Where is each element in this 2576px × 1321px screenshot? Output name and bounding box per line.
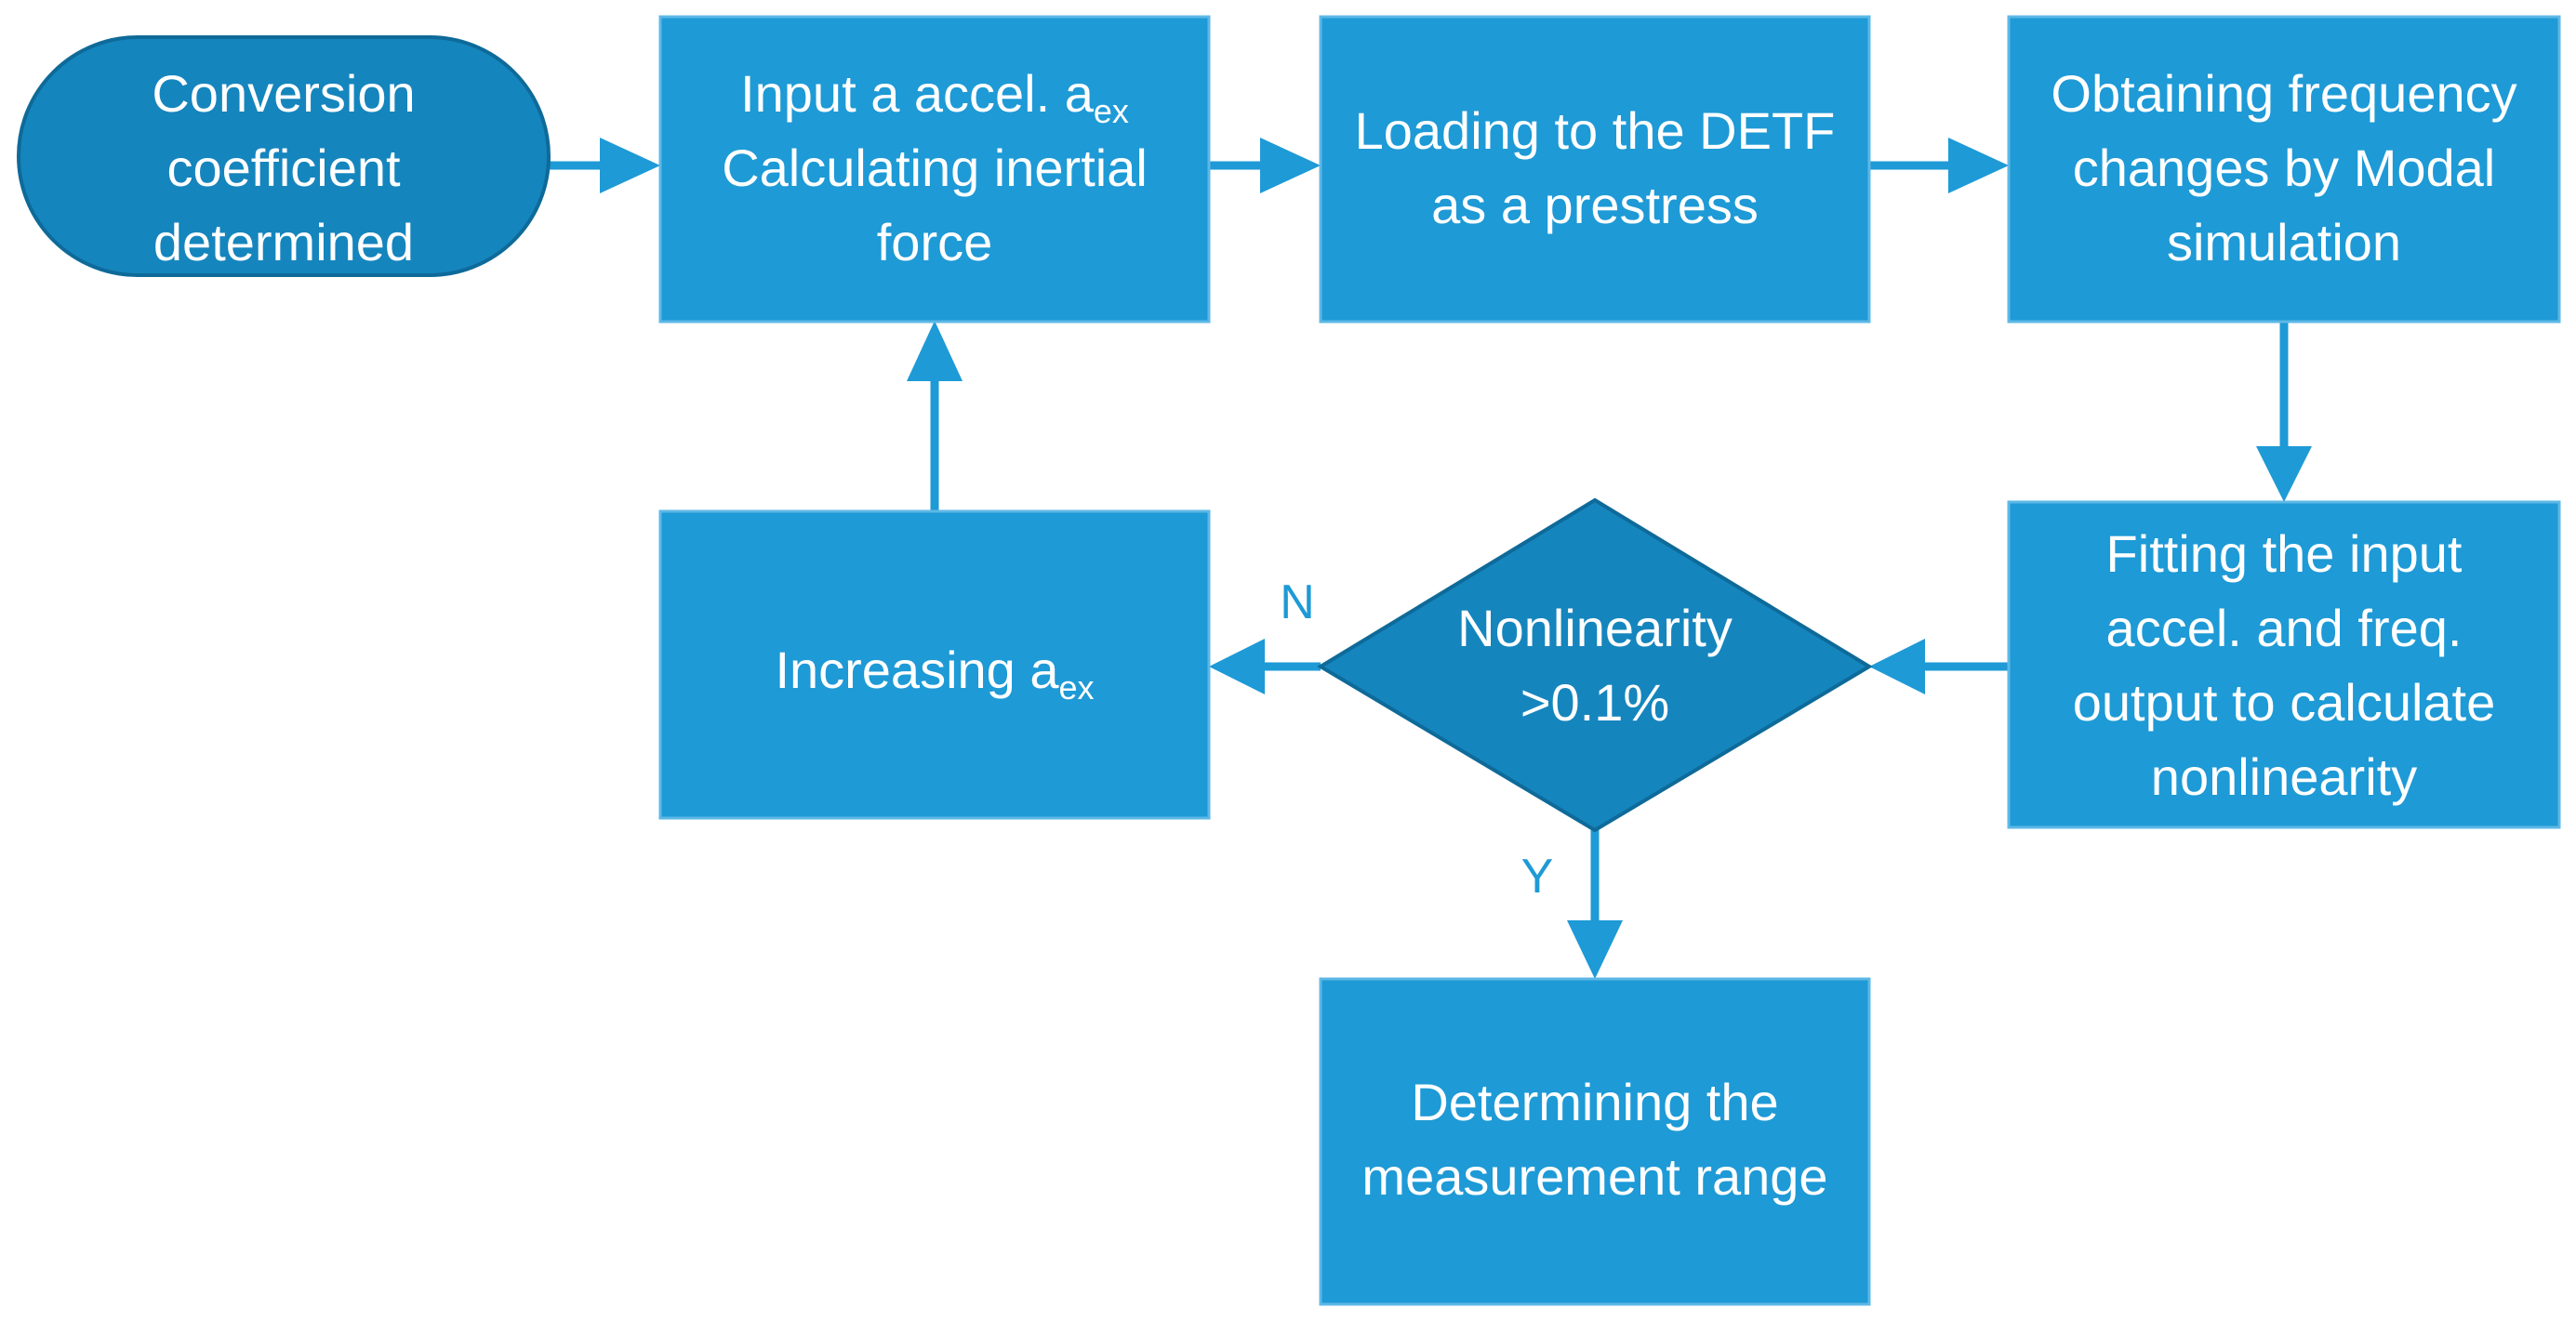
node-increasing-label: Increasing aex (775, 641, 1094, 707)
node-obtaining-line-2: changes by Modal (2073, 139, 2496, 197)
connectors (549, 138, 2312, 979)
node-determining: Determining the measurement range (1319, 977, 1871, 1306)
node-input-accel: Input a accel. aex Calculating inertial … (658, 15, 1211, 324)
arrow-start-to-input (549, 138, 660, 193)
arrow-decision-to-determining (1567, 827, 1623, 979)
node-decision-line-2: >0.1% (1520, 673, 1669, 732)
node-obtaining-line-1: Obtaining frequency (2051, 64, 2516, 123)
node-start-line-2: coefficient (166, 139, 401, 197)
node-fitting-line-4: nonlinearity (2151, 747, 2417, 806)
node-determining-line-1: Determining the (1411, 1073, 1778, 1131)
arrow-input-to-loading (1209, 138, 1321, 193)
node-fitting-line-1: Fitting the input (2106, 524, 2463, 583)
node-start: Conversion coefficient determined (17, 35, 551, 277)
arrow-fitting-to-decision (1869, 639, 2009, 694)
node-loading-line-2: as a prestress (1431, 176, 1759, 234)
node-decision-line-1: Nonlinearity (1457, 599, 1733, 657)
arrow-decision-to-increasing (1209, 639, 1321, 694)
node-fitting-line-3: output to calculate (2073, 673, 2496, 732)
node-start-line-1: Conversion (152, 64, 415, 123)
node-determining-line-2: measurement range (1361, 1147, 1827, 1206)
node-loading-line-1: Loading to the DETF (1355, 101, 1836, 160)
node-fitting-line-2: accel. and freq. (2106, 599, 2463, 657)
node-increasing: Increasing aex (658, 509, 1211, 820)
arrow-obtaining-to-fitting (2256, 321, 2312, 502)
node-fitting: Fitting the input accel. and freq. outpu… (2007, 500, 2561, 829)
arrow-increasing-to-input (907, 321, 963, 511)
node-input-accel-line-3: force (877, 213, 993, 271)
arrow-loading-to-obtaining (1869, 138, 2009, 193)
edge-label-no: N (1280, 575, 1315, 629)
node-decision: Nonlinearity >0.1% (1317, 497, 1873, 833)
node-input-accel-line-2: Calculating inertial (722, 139, 1148, 197)
node-loading: Loading to the DETF as a prestress (1319, 15, 1871, 324)
node-obtaining: Obtaining frequency changes by Modal sim… (2007, 15, 2561, 324)
node-obtaining-line-3: simulation (2167, 213, 2401, 271)
edge-label-yes: Y (1521, 850, 1554, 904)
node-start-line-3: determined (153, 213, 414, 271)
node-input-accel-line-1: Input a accel. aex (740, 64, 1129, 130)
